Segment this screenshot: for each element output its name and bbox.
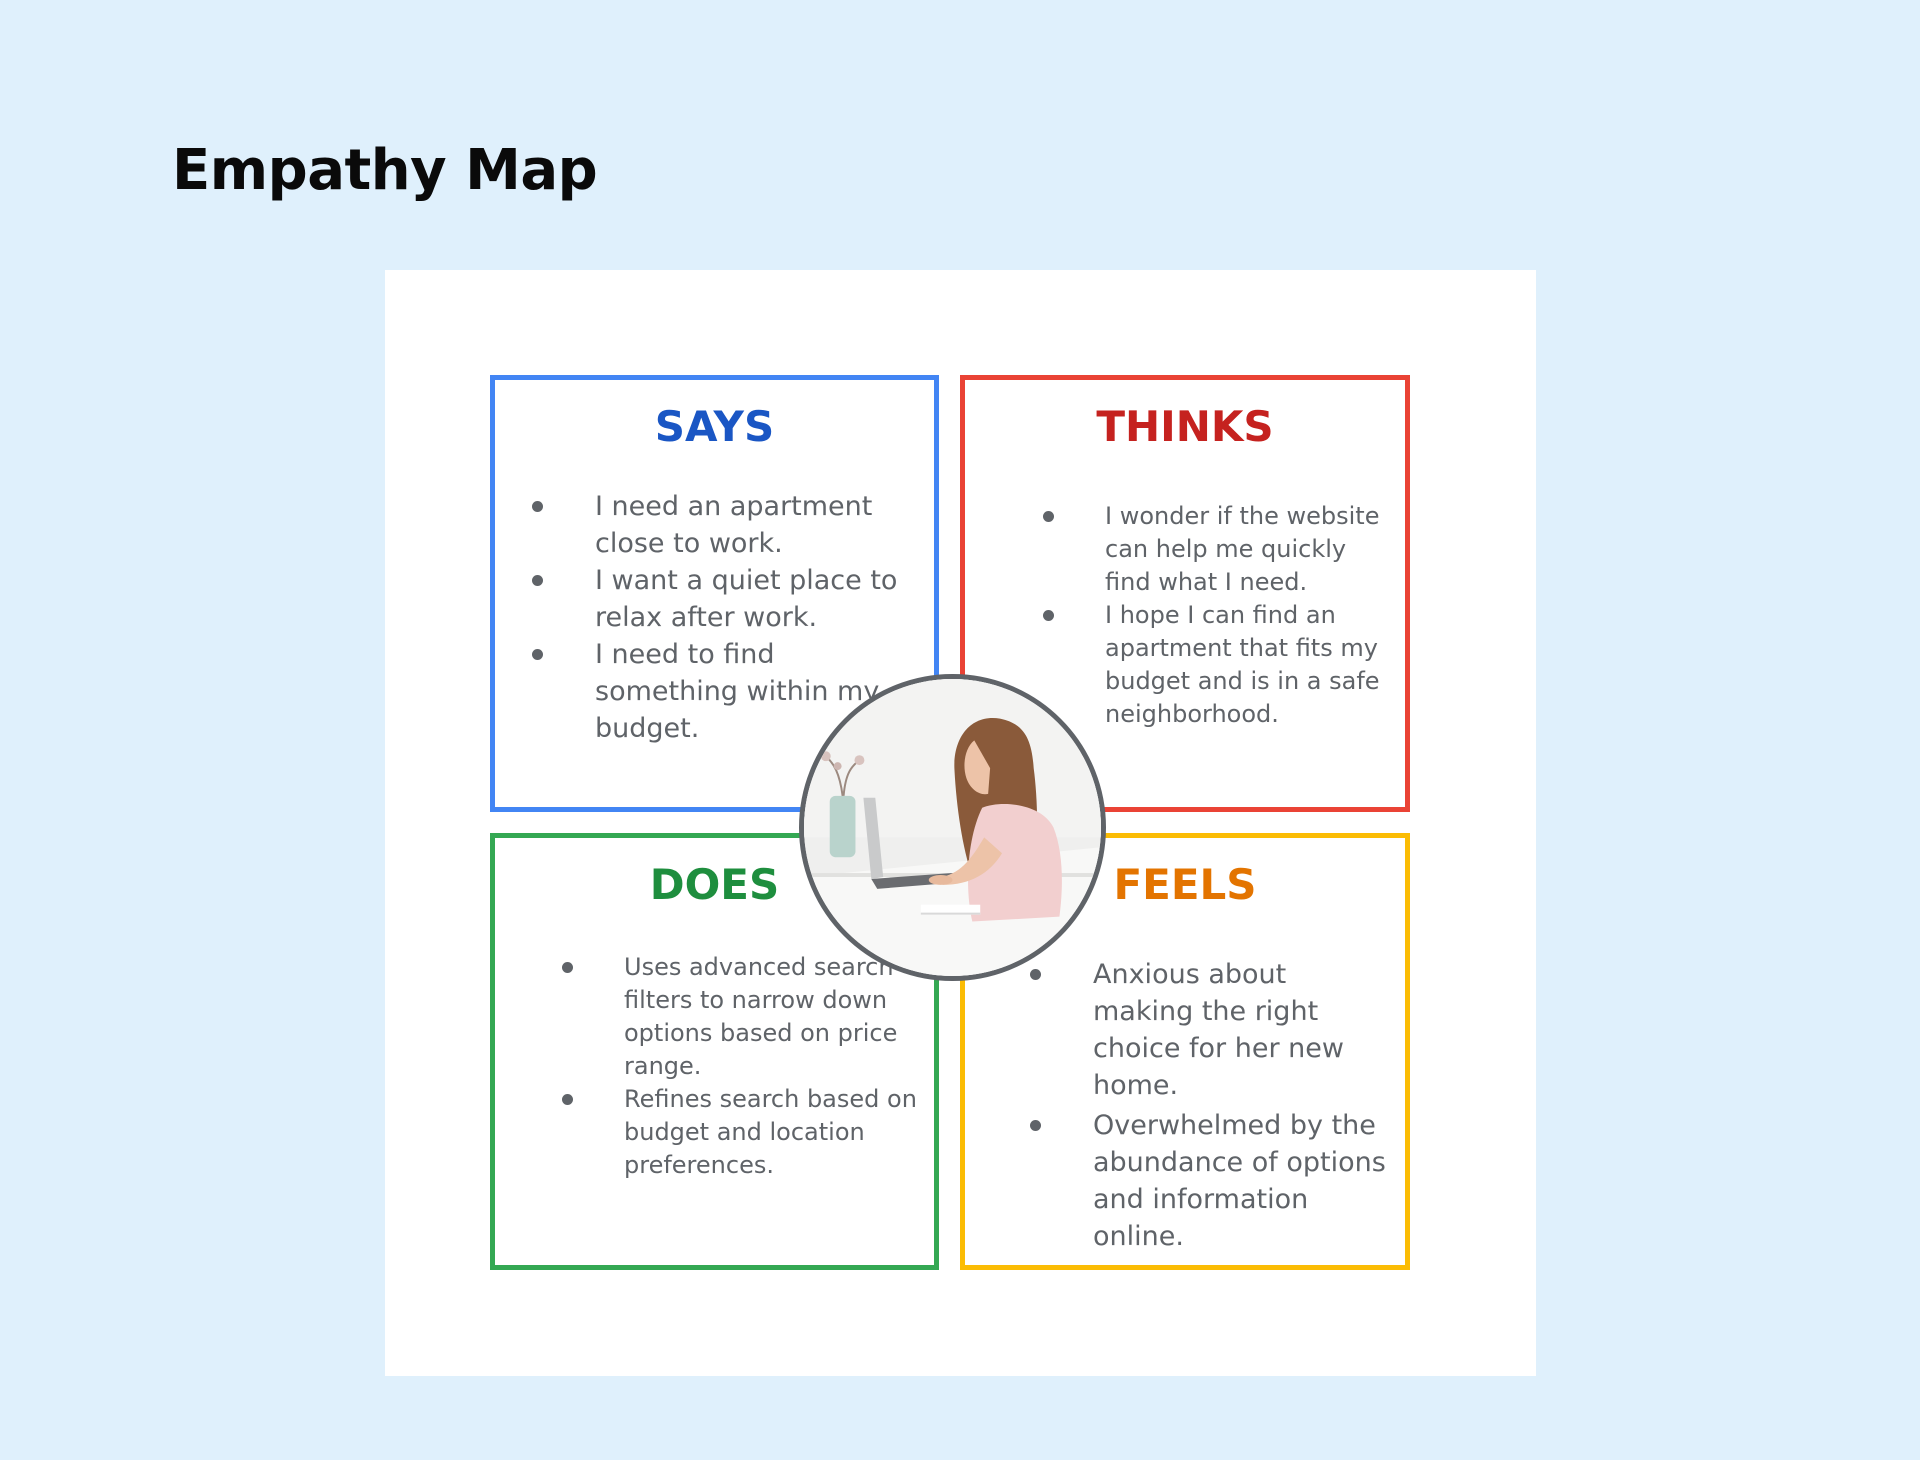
feels-heading: FEELS [1113,860,1257,909]
bullet-icon [562,962,573,973]
list-item: I need to find something within my budge… [532,636,915,747]
list-item: I wonder if the website can help me quic… [1043,500,1395,599]
list-item: I need an apartment close to work. [532,488,915,562]
bullet-icon [532,501,543,512]
list-item: Anxious about making the right choice fo… [1030,956,1393,1104]
list-item: Refines search based on budget and locat… [562,1083,924,1182]
feels-list: Anxious about making the right choice fo… [1030,956,1393,1258]
list-item: Uses advanced search filters to narrow d… [562,951,924,1083]
does-list: Uses advanced search filters to narrow d… [562,951,924,1182]
page-title: Empathy Map [172,138,598,203]
bullet-icon [532,649,543,660]
list-item: I hope I can find an apartment that fits… [1043,599,1395,731]
bullet-icon [562,1094,573,1105]
bullet-icon [1030,969,1041,980]
does-heading: DOES [649,860,780,909]
says-heading: SAYS [654,402,775,451]
says-quadrant: SAYS I need an apartment close to work. … [490,375,939,812]
bullet-icon [532,575,543,586]
list-item: I want a quiet place to relax after work… [532,562,915,636]
woman-at-laptop-photo [799,674,1106,981]
empathy-map-card: SAYS I need an apartment close to work. … [385,270,1536,1376]
thinks-list: I wonder if the website can help me quic… [1043,500,1395,731]
list-item: Overwhelmed by the abundance of options … [1030,1107,1393,1255]
bullet-icon [1043,610,1054,621]
bullet-icon [1043,511,1054,522]
bullet-icon [1030,1120,1041,1131]
thinks-heading: THINKS [1096,402,1274,451]
says-list: I need an apartment close to work. I wan… [532,488,915,747]
photo-illustration [804,679,1101,976]
